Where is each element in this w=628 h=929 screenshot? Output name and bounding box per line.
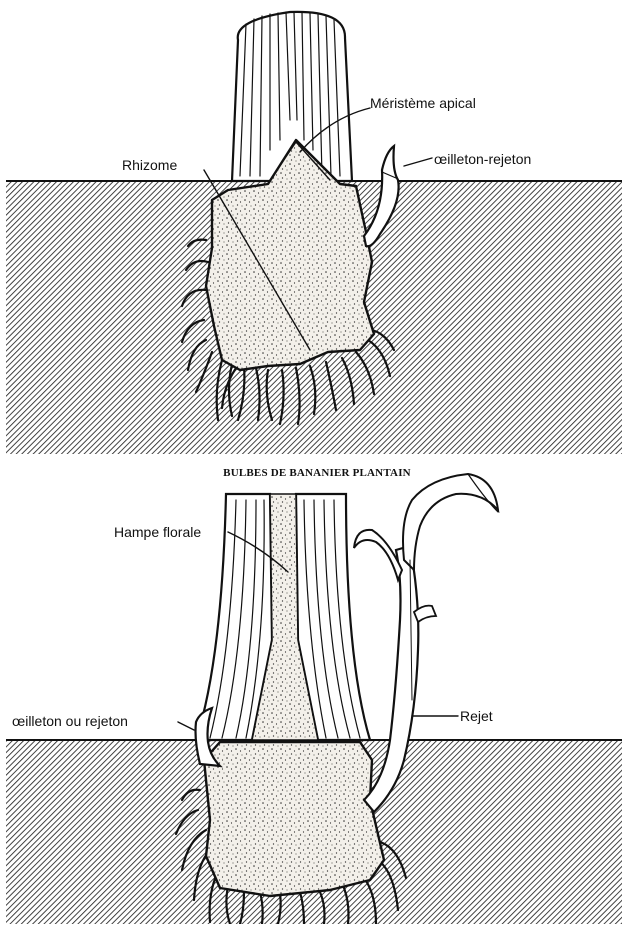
- label-meristeme-apical: Méristème apical: [370, 95, 476, 111]
- label-rejet: Rejet: [460, 708, 493, 724]
- top-panel: Méristème apical œilleton-rejeton Rhizom…: [6, 12, 622, 454]
- label-rhizome: Rhizome: [122, 157, 177, 173]
- label-hampe-florale: Hampe florale: [114, 524, 201, 540]
- bottom-rhizome-corm: [204, 742, 384, 896]
- bottom-panel: Hampe florale œilleton ou rejeton Rejet: [6, 474, 622, 924]
- diagram-caption: BULBES DE BANANIER PLANTAIN: [223, 467, 411, 479]
- label-oeilleton-ou-rejeton: œilleton ou rejeton: [12, 713, 128, 729]
- label-oeilleton-rejeton: œilleton-rejeton: [434, 151, 531, 167]
